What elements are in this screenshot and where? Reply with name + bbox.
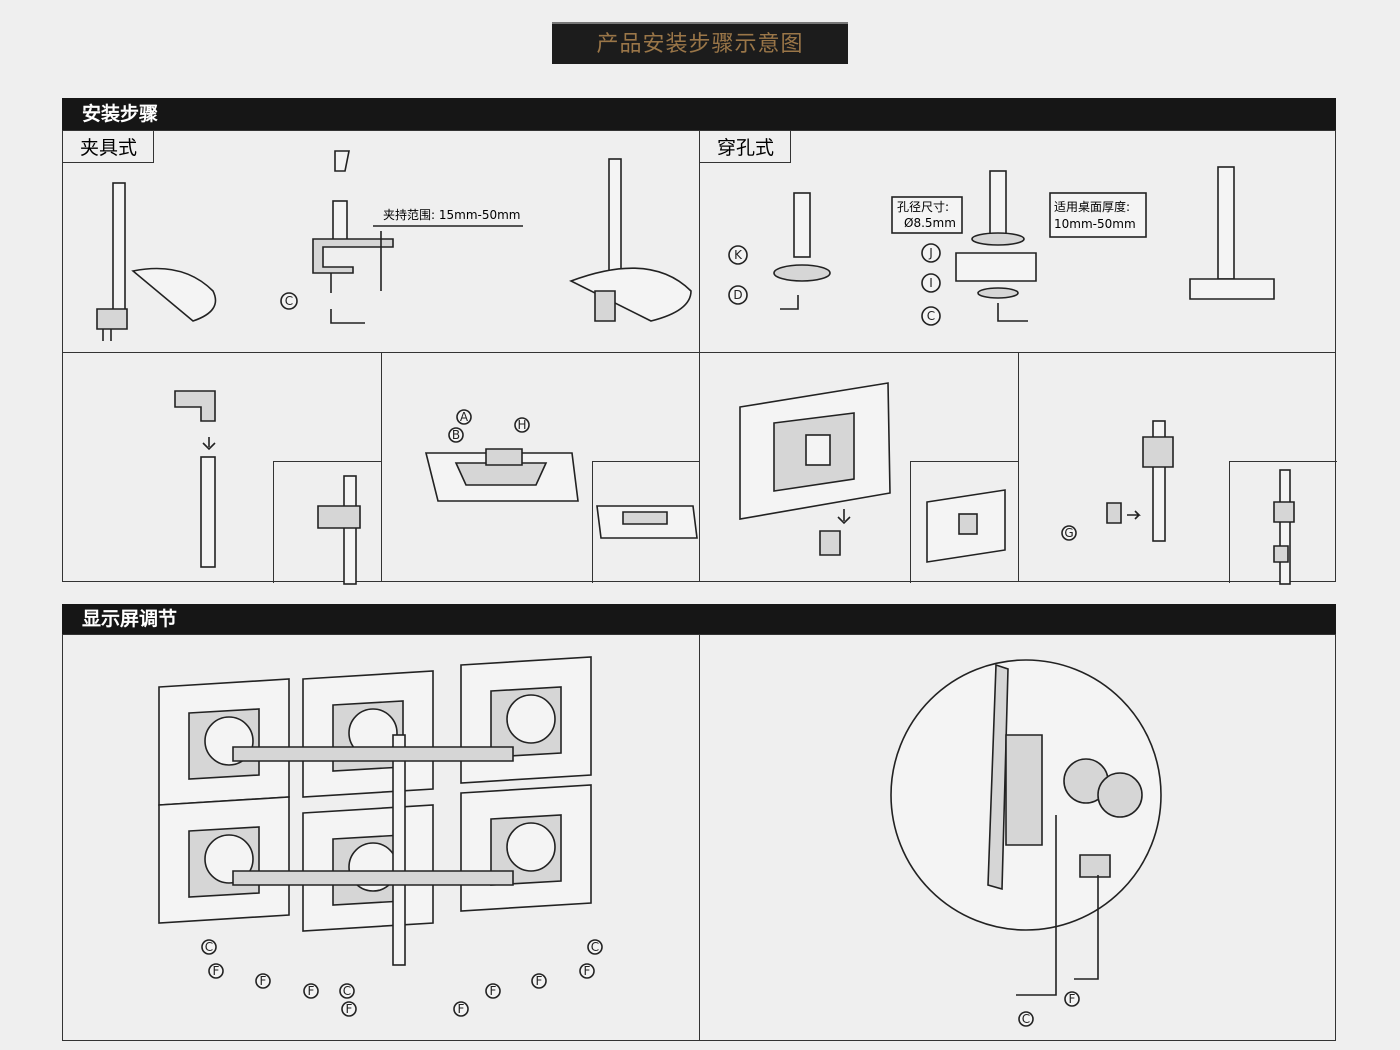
monitor-6 xyxy=(460,784,592,912)
part-label: F xyxy=(490,984,497,998)
tilt-detail-panel: C F xyxy=(699,634,1336,1041)
monitor-2 xyxy=(302,670,434,798)
part-label: F xyxy=(346,1002,353,1016)
part-label: F xyxy=(308,984,315,998)
part-label: C xyxy=(591,940,599,954)
hole-size-value: Ø8.5mm xyxy=(904,216,956,230)
monitor-5 xyxy=(302,804,434,932)
monitor-3 xyxy=(460,656,592,784)
page-title: 产品安装步骤示意图 xyxy=(552,22,848,64)
part-label: C xyxy=(285,294,293,308)
clamp-illustration: 夹持范围: 15mm-50mm C xyxy=(96,150,692,341)
part-label: B xyxy=(452,428,460,442)
part-label-circle xyxy=(339,983,355,999)
step-panel-1 xyxy=(62,352,383,585)
step1-detail xyxy=(273,461,383,585)
part-label: F xyxy=(536,974,543,988)
part-label-circle xyxy=(485,983,501,999)
clamp-range-label: 夹持范围: 15mm-50mm xyxy=(383,207,521,222)
part-label-circle xyxy=(587,939,603,955)
part-label: G xyxy=(1064,526,1073,540)
tilt-detail-illustration: C F xyxy=(890,659,1162,1027)
desk-thickness-value: 10mm-50mm xyxy=(1054,217,1136,231)
part-label: F xyxy=(213,964,220,978)
section-bar-install: 安装步骤 xyxy=(62,98,1336,130)
part-label-circle xyxy=(531,973,547,989)
part-label: F xyxy=(1069,992,1076,1006)
desk-thickness-label: 适用桌面厚度: xyxy=(1054,199,1130,214)
part-label: C xyxy=(343,984,351,998)
section-heading: 显示屏调节 xyxy=(82,608,178,630)
step1-illustration xyxy=(174,390,216,568)
clamp-tab: 夹具式 xyxy=(63,131,155,163)
step2-detail xyxy=(592,461,701,583)
part-label-circle xyxy=(341,1001,357,1017)
monitor-4 xyxy=(158,796,290,924)
part-label: C xyxy=(927,309,935,323)
part-label: J xyxy=(928,246,933,260)
part-label: F xyxy=(260,974,267,988)
part-label-circle xyxy=(453,1001,469,1017)
clamp-panel: 夹具式 夹持范围: 15mm-50mm C xyxy=(62,130,700,353)
part-label: F xyxy=(458,1002,465,1016)
part-label-circle xyxy=(579,963,595,979)
part-label-circle xyxy=(255,973,271,989)
section-heading: 安装步骤 xyxy=(82,103,159,125)
part-label: K xyxy=(734,248,743,262)
step-panel-3 xyxy=(699,352,1020,583)
part-label-circle xyxy=(303,983,319,999)
part-label: F xyxy=(584,964,591,978)
grommet-illustration: K D 孔径尺寸: Ø8.5mm 适用桌面厚度: 10mm-50mm J I C xyxy=(728,166,1275,326)
monitor-1 xyxy=(158,678,290,806)
part-label-circle xyxy=(208,963,224,979)
part-label: C xyxy=(205,940,213,954)
step2-illustration: A B H xyxy=(424,409,579,502)
part-label-circle xyxy=(201,939,217,955)
part-label: C xyxy=(1022,1012,1030,1026)
part-label: I xyxy=(929,276,933,290)
part-label: A xyxy=(460,410,469,424)
step3-illustration xyxy=(739,382,891,556)
step-panel-2: A B H xyxy=(381,352,701,583)
hole-size-label: 孔径尺寸: xyxy=(897,200,949,214)
step4-detail xyxy=(1229,461,1337,585)
grommet-panel: 穿孔式 K D 孔径尺寸: Ø8.5mm 适用桌面厚度: 10mm-50mm J… xyxy=(699,130,1336,353)
part-label: D xyxy=(733,288,742,302)
step-panel-4: G xyxy=(1018,352,1337,585)
grommet-tab: 穿孔式 xyxy=(700,131,792,163)
section-bar-adjust: 显示屏调节 xyxy=(62,604,1336,634)
step3-detail xyxy=(910,461,1020,583)
part-label: H xyxy=(517,418,526,432)
step4-illustration: G xyxy=(1061,420,1174,542)
